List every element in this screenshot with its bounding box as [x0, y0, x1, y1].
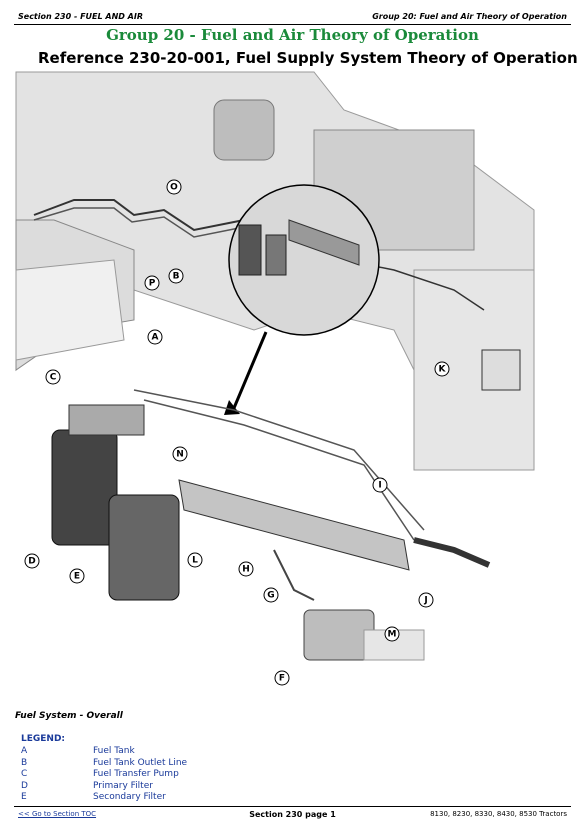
- svg-text:E: E: [74, 572, 80, 582]
- callout-p: P: [144, 275, 160, 291]
- transfer-pump-body: [68, 404, 145, 436]
- header-group: Group 20: Fuel and Air Theory of Operati…: [372, 12, 567, 21]
- callout-j: J: [418, 592, 434, 608]
- svg-text:P: P: [149, 279, 156, 289]
- svg-text:N: N: [176, 450, 184, 460]
- zoom-arrow: [232, 331, 268, 409]
- turbo-housing: [213, 99, 275, 161]
- header-divider: [14, 24, 571, 25]
- svg-text:B: B: [173, 272, 180, 282]
- callout-h: H: [238, 561, 254, 577]
- legend-letter: D: [21, 780, 28, 791]
- svg-text:J: J: [423, 596, 427, 606]
- legend-text: Fuel Tank Outlet Line: [93, 757, 188, 768]
- svg-text:M: M: [388, 630, 397, 640]
- callout-d: D: [24, 553, 40, 569]
- legend-row: C Fuel Transfer Pump: [21, 769, 187, 781]
- figure-caption: Fuel System - Overall: [15, 711, 123, 721]
- callout-m: M: [384, 626, 400, 642]
- svg-text:H: H: [242, 565, 250, 575]
- callout-b: B: [168, 268, 184, 284]
- svg-text:G: G: [267, 591, 274, 601]
- legend-title: LEGEND:: [21, 734, 66, 744]
- page-number: Section 230 page 1: [249, 810, 336, 819]
- legend-row: E Secondary Filter: [21, 792, 187, 804]
- callout-n: N: [172, 446, 188, 462]
- fuel-rail: [178, 479, 410, 571]
- legend-letter: E: [21, 792, 27, 802]
- callout-k: K: [434, 361, 450, 377]
- callout-o: O: [166, 179, 182, 195]
- supply-line: [273, 549, 315, 601]
- high-pressure-lines: [133, 389, 425, 541]
- legend-letter: C: [21, 769, 28, 779]
- callout-g: G: [263, 587, 279, 603]
- detail-filter-2: [265, 234, 287, 276]
- svg-text:K: K: [439, 365, 447, 375]
- legend-letter: B: [21, 757, 28, 768]
- callout-group: O B P A K C N I D E L H G J M F: [24, 179, 450, 686]
- svg-text:L: L: [192, 556, 198, 566]
- callout-i: I: [372, 477, 388, 493]
- fuel-tank-front: [15, 259, 125, 361]
- legend-text: Primary Filter: [93, 780, 153, 791]
- group-title: Group 20 - Fuel and Air Theory of Operat…: [106, 26, 479, 44]
- fuel-system-illustration: O B P A K C N I D E L H G J M F: [15, 71, 535, 686]
- callout-a: A: [147, 329, 163, 345]
- header-section: Section 230 - FUEL AND AIR: [18, 12, 144, 21]
- detail-circle: [228, 184, 380, 336]
- callout-l: L: [187, 552, 203, 568]
- tank-outlet-line: [33, 199, 275, 232]
- detail-filter: [238, 224, 262, 276]
- tractor-models: 8130, 8230, 8330, 8430, 8530 Tractors: [430, 810, 567, 818]
- legend-row: B Fuel Tank Outlet Line: [21, 758, 187, 770]
- primary-filter-body: [51, 429, 118, 546]
- return-line: [413, 537, 491, 568]
- legend-text: Secondary Filter: [93, 792, 166, 802]
- reference-title: Reference 230-20-001, Fuel Supply System…: [38, 49, 578, 67]
- footer-divider: [14, 806, 571, 807]
- legend-row: D Primary Filter: [21, 781, 187, 793]
- legend-row: A Fuel Tank: [21, 746, 187, 758]
- detail-injector-rail: [288, 219, 360, 266]
- section-toc-link[interactable]: << Go to Section TOC: [18, 810, 97, 818]
- svg-text:C: C: [50, 373, 57, 383]
- svg-text:D: D: [28, 557, 35, 567]
- callout-f: F: [274, 670, 290, 686]
- svg-text:A: A: [152, 333, 159, 343]
- secondary-filter-body: [108, 494, 180, 601]
- svg-text:O: O: [170, 183, 178, 193]
- svg-text:F: F: [279, 674, 285, 684]
- svg-text:I: I: [378, 481, 381, 491]
- fuel-cooler: [481, 349, 521, 391]
- legend-text: Fuel Transfer Pump: [93, 769, 179, 779]
- callout-c: C: [45, 369, 61, 385]
- callout-e: E: [69, 568, 85, 584]
- legend-letter: A: [21, 746, 28, 756]
- legend-text: Fuel Tank: [93, 746, 135, 756]
